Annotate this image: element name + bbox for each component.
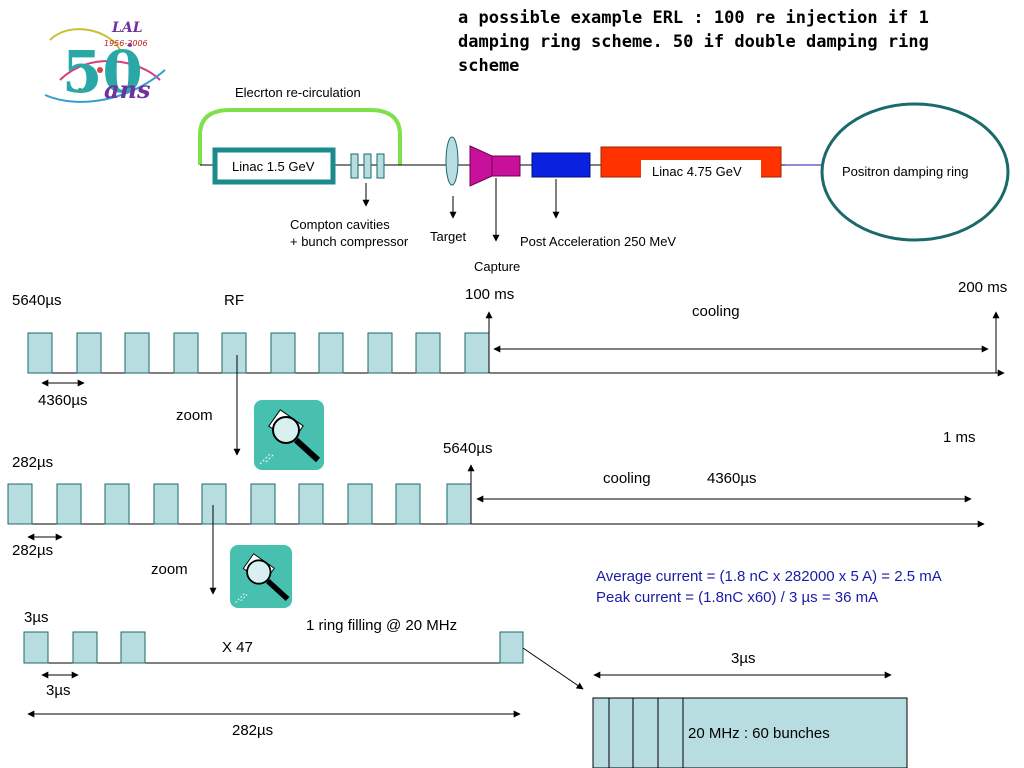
logo-word: ans	[104, 75, 151, 104]
magnifier-icon	[254, 400, 324, 470]
rf-label: RF	[224, 292, 244, 309]
rf-pulse	[221, 332, 247, 374]
rf-pulse	[395, 483, 421, 525]
compton-label: Compton cavities	[290, 217, 390, 232]
capture-horn	[469, 145, 493, 187]
timeline-1	[27, 311, 1005, 456]
logo-number: 50	[62, 38, 143, 106]
t2-cool-time-label: 4360µs	[707, 470, 757, 487]
t1-200ms-label: 200 ms	[958, 279, 1008, 296]
recirculation-label: Elecrton re-circulation	[235, 85, 361, 100]
linac-1-box	[212, 147, 336, 185]
t1-cooling-label: cooling	[692, 303, 740, 320]
rf-pulse	[446, 483, 472, 525]
bunch-compressor-label: + bunch compressor	[290, 234, 409, 249]
peak-current: Peak current = (1.8nC x60) / 3 µs = 36 m…	[596, 589, 879, 606]
post-accel-label: Post Acceleration 250 MeV	[520, 234, 677, 249]
rf-pulse	[153, 483, 179, 525]
bunch-span-label: 3µs	[731, 650, 756, 667]
bunch-pulse	[23, 631, 49, 664]
accelerator-layout	[198, 102, 1010, 242]
t2-gap-label: 282µs	[12, 542, 54, 559]
t3-left-label: 3µs	[24, 609, 49, 626]
rf-pulse	[347, 483, 373, 525]
x47-label: X 47	[222, 639, 253, 656]
capture-label: Capture	[474, 259, 521, 274]
bunch-train	[592, 671, 908, 768]
rf-pulse	[464, 332, 490, 374]
bunch-train-label: 20 MHz : 60 bunches	[688, 725, 830, 742]
t2-cooling-label: cooling	[603, 470, 651, 487]
rf-pulse	[124, 332, 150, 374]
bunch-pulse	[72, 631, 98, 664]
rf-pulse	[173, 332, 199, 374]
zoom-label-1: zoom	[176, 407, 213, 424]
t2-5640-label: 5640µs	[443, 440, 493, 457]
t3-total-label: 282µs	[232, 722, 274, 739]
rf-pulse	[270, 332, 296, 374]
damping-ring	[820, 102, 1010, 242]
logo-brand: LAL	[111, 20, 143, 36]
page-title: a possible example ERL : 100 re injectio…	[458, 8, 929, 76]
timeline-2	[7, 464, 985, 595]
linac-1-label: Linac 1.5 GeV	[232, 159, 315, 174]
logo-years: 1956-2006	[104, 39, 148, 48]
rf-pulse	[56, 483, 82, 525]
rf-pulse	[27, 332, 53, 374]
target-label: Target	[430, 229, 467, 244]
t1-100ms-label: 100 ms	[465, 286, 515, 303]
rf-pulse	[298, 483, 324, 525]
t1-gap-label: 4360µs	[38, 392, 88, 409]
bunch-pulse	[499, 631, 524, 664]
rf-pulse	[250, 483, 276, 525]
recirculation-loop	[198, 108, 402, 165]
linac-2-label: Linac 4.75 GeV	[652, 164, 742, 179]
t2-left-label: 282µs	[12, 454, 54, 471]
t3-gap-label: 3µs	[46, 682, 71, 699]
rf-pulse	[318, 332, 344, 374]
post-accel-box	[531, 152, 591, 178]
timeline-3	[23, 631, 584, 718]
damping-ring-label: Positron damping ring	[842, 164, 969, 179]
t1-left-label: 5640µs	[12, 292, 62, 309]
magnifier-icon	[230, 545, 292, 608]
t2-1ms-label: 1 ms	[943, 429, 976, 446]
compton-cavity	[363, 153, 372, 179]
rf-pulse	[104, 483, 130, 525]
rf-pulse	[7, 483, 33, 525]
rf-pulse	[415, 332, 441, 374]
rf-pulse	[201, 483, 227, 525]
zoom-label-2: zoom	[151, 561, 188, 578]
rf-pulse	[76, 332, 102, 374]
compton-cavity	[350, 153, 359, 179]
lal-50-logo: 50 ans LAL 1956-2006	[44, 20, 166, 106]
compton-cavity	[376, 153, 385, 179]
average-current: Average current = (1.8 nC x 282000 x 5 A…	[596, 568, 942, 585]
rf-pulse	[367, 332, 393, 374]
ring-filling-label: 1 ring filling @ 20 MHz	[306, 617, 458, 634]
bunch-pulse	[120, 631, 146, 664]
target-lens	[445, 136, 459, 186]
